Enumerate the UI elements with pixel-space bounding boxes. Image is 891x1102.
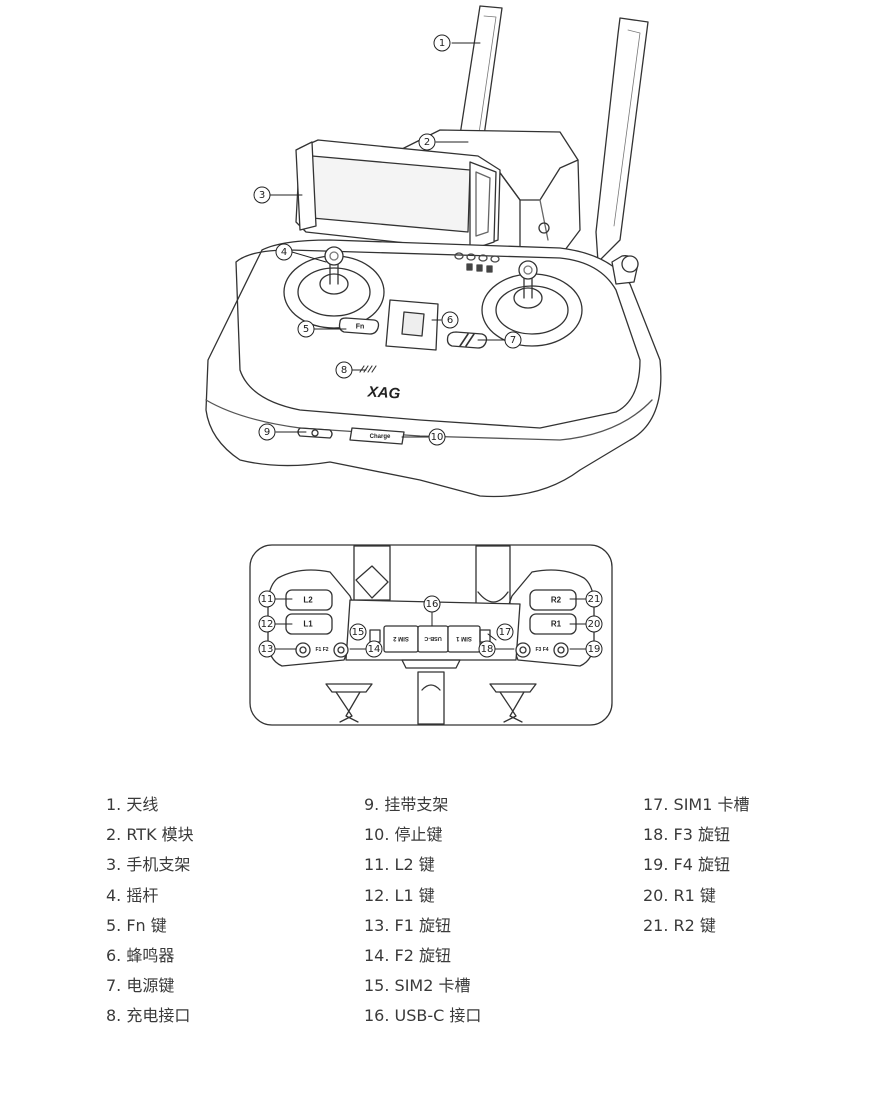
f1-dial [295,642,311,658]
callout-circle-1 [433,34,451,52]
callout-number-18: 18 [481,644,494,655]
callout-circle-4 [275,243,293,261]
r2-label: R2 [551,596,562,605]
parts-legend: 1. 天线 2. RTK 模块 3. 手机支架 4. 摇杆 5. Fn 键 6.… [0,790,891,1050]
callout-number-7: 7 [510,335,516,346]
stop-button-shape [446,331,488,349]
l2-label: L2 [303,596,313,605]
callout-number-5: 5 [303,324,309,335]
callout-circle-5 [297,320,315,338]
legend-item: 12. L1 键 [364,885,435,905]
callout-circle-17 [496,623,514,641]
f3f4-label: F3 F4 [535,647,548,653]
power-button-shape [297,427,333,439]
callout-number-12: 12 [261,619,274,630]
buzzer [359,365,377,373]
callout-circle-3 [253,186,271,204]
callout-number-9: 9 [264,427,270,438]
controller-body [205,239,662,498]
charge-port-label: Charge [370,434,391,440]
right-stick-top [518,260,538,280]
callout-circle-16 [423,595,441,613]
callout-circle-2 [418,133,436,151]
r1-label: R1 [551,620,562,629]
charge-port-shape [349,427,405,445]
callout-number-4: 4 [281,247,287,258]
legend-item: 7. 电源键 [106,976,175,996]
fn-button-label: Fn [356,324,365,331]
right-antenna [595,17,649,263]
callout-number-15: 15 [352,627,365,638]
callout-number-16: 16 [426,599,439,610]
callout-circle-8 [335,361,353,379]
left-stick-top [324,246,344,266]
callout-circle-12 [258,615,276,633]
legend-item: 16. USB-C 接口 [364,1006,482,1026]
callout-circle-20 [585,615,603,633]
fn-button-shape [338,317,380,335]
callout-circle-14 [365,640,383,658]
callout-number-6: 6 [447,315,453,326]
callout-circle-18 [478,640,496,658]
legend-item: 2. RTK 模块 [106,825,194,845]
legend-item: 5. Fn 键 [106,915,167,935]
l1-label: L1 [303,620,313,629]
callout-circle-10 [428,428,446,446]
f3-dial [515,642,531,658]
legend-column-2: 9. 挂带支架 10. 停止键 11. L2 键 12. L1 键 13. F1… [364,790,481,1032]
legend-item: 21. R2 键 [643,915,716,935]
f2-dial [333,642,349,658]
callout-number-10: 10 [431,432,444,443]
legend-item: 18. F3 旋钮 [643,825,731,845]
usbc-port-label: USB-C [424,635,441,641]
sim1-slot-label: SIM 1 [456,635,472,641]
callout-number-13: 13 [261,644,274,655]
callout-number-20: 20 [588,619,601,630]
legend-item: 13. F1 旋钮 [364,915,452,935]
callout-circle-7 [504,331,522,349]
legend-column-3: 17. SIM1 卡槽 18. F3 旋钮 19. F4 旋钮 20. R1 键… [643,790,749,941]
callout-number-19: 19 [588,644,601,655]
callout-number-8: 8 [341,365,347,376]
legend-item: 14. F2 旋钮 [364,945,452,965]
brand-logo: XAG [366,383,401,402]
legend-item: 9. 挂带支架 [364,795,449,814]
callout-number-2: 2 [424,137,430,148]
legend-item: 15. SIM2 卡槽 [364,976,471,996]
callout-circle-9 [258,423,276,441]
legend-item: 3. 手机支架 [106,855,191,875]
legend-column-1: 1. 天线 2. RTK 模块 3. 手机支架 4. 摇杆 5. Fn 键 6.… [106,790,194,1032]
callout-number-3: 3 [259,190,265,201]
f4-dial [553,642,569,658]
callout-number-17: 17 [499,627,512,638]
legend-item: 11. L2 键 [364,855,435,875]
callout-number-21: 21 [588,594,601,605]
l2-button-shape [285,589,333,611]
callout-circle-6 [441,311,459,329]
callout-number-1: 1 [439,38,445,49]
sim2-slot-label: SIM 2 [393,635,409,641]
callout-circle-15 [349,623,367,641]
legend-item: 6. 蜂鸣器 [106,945,175,965]
legend-item: 17. SIM1 卡槽 [643,795,750,814]
callout-circle-13 [258,640,276,658]
status-indicators [454,252,500,273]
callout-number-11: 11 [261,594,274,605]
callout-circle-11 [258,590,276,608]
legend-item: 4. 摇杆 [106,885,159,905]
callout-circle-19 [585,640,603,658]
legend-item: 19. F4 旋钮 [643,855,731,875]
legend-item: 8. 充电接口 [106,1006,191,1026]
callout-circle-21 [585,590,603,608]
callout-number-14: 14 [368,644,381,655]
f1f2-label: F1 F2 [315,647,328,653]
legend-item: 20. R1 键 [643,885,716,905]
legend-item: 1. 天线 [106,795,159,814]
r2-button-shape [529,589,577,611]
legend-item: 10. 停止键 [364,825,443,845]
remote-controller-diagram: Fn XAG Charge L2 L1 R2 R1 F1 F2 F3 F4 SI… [205,5,662,726]
